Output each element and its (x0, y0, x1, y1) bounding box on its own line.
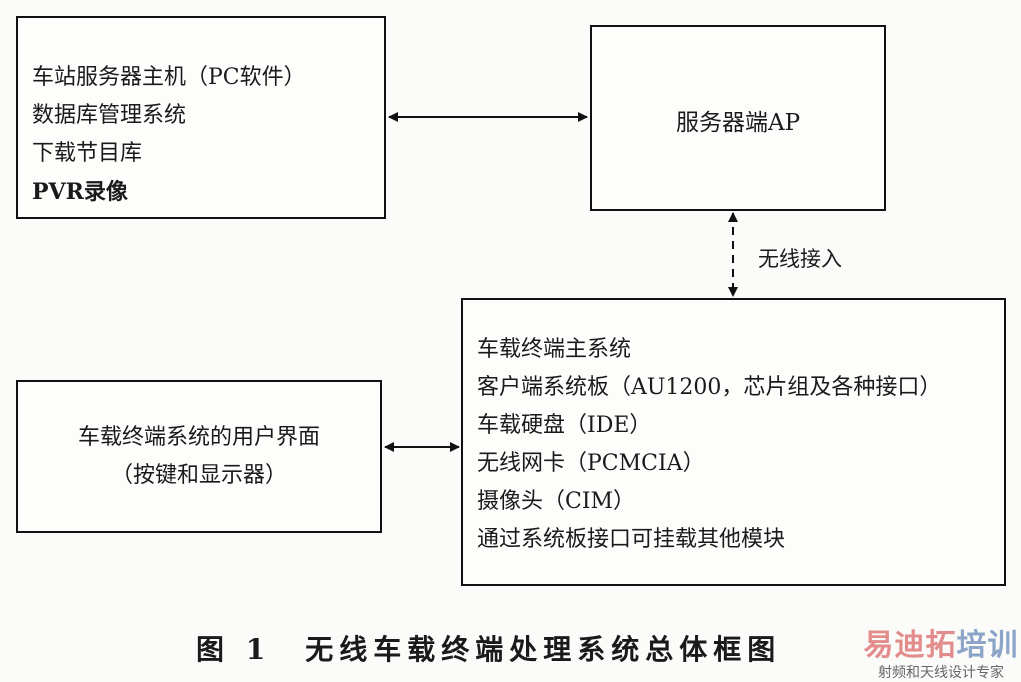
block-line: （按键和显示器） (110, 463, 287, 488)
block-line: 车载硬盘（IDE） (477, 413, 652, 438)
block-line: 车载终端主系统 (477, 337, 632, 362)
watermark-logo: 易迪拓培训 射频和天线设计专家 (862, 620, 1020, 682)
figure-caption: 图 1 无线车载终端处理系统总体框图 (196, 633, 782, 666)
block-line: 摄像头（CIM） (477, 489, 636, 514)
block-line: 车站服务器主机（PC软件） (32, 65, 306, 90)
server-ap-block: 服务器端AP (590, 25, 886, 211)
block-line: 数据库管理系统 (32, 103, 187, 128)
wireless-access-label: 无线接入 (758, 247, 842, 271)
vehicle-terminal-block: 车载终端主系统 客户端系统板（AU1200，芯片组及各种接口） 车载硬盘（IDE… (461, 298, 1006, 586)
user-interface-block: 车载终端系统的用户界面 （按键和显示器） (16, 380, 382, 533)
watermark-title-red: 易迪拓 (863, 628, 957, 663)
block-line: 客户端系统板（AU1200，芯片组及各种接口） (477, 375, 942, 400)
watermark-subtitle: 射频和天线设计专家 (878, 665, 1004, 681)
block-line: 下载节目库 (32, 141, 143, 166)
block-line: PVR录像 (32, 179, 128, 205)
block-line: 车载终端系统的用户界面 (77, 425, 320, 450)
block-line: 无线网卡（PCMCIA） (477, 451, 705, 476)
server-ap-label: 服务器端AP (675, 110, 801, 136)
station-server-block: 车站服务器主机（PC软件） 数据库管理系统 下载节目库 PVR录像 (16, 16, 386, 219)
block-line: 通过系统板接口可挂载其他模块 (477, 527, 786, 552)
watermark-title-blue: 培训 (956, 628, 1019, 663)
